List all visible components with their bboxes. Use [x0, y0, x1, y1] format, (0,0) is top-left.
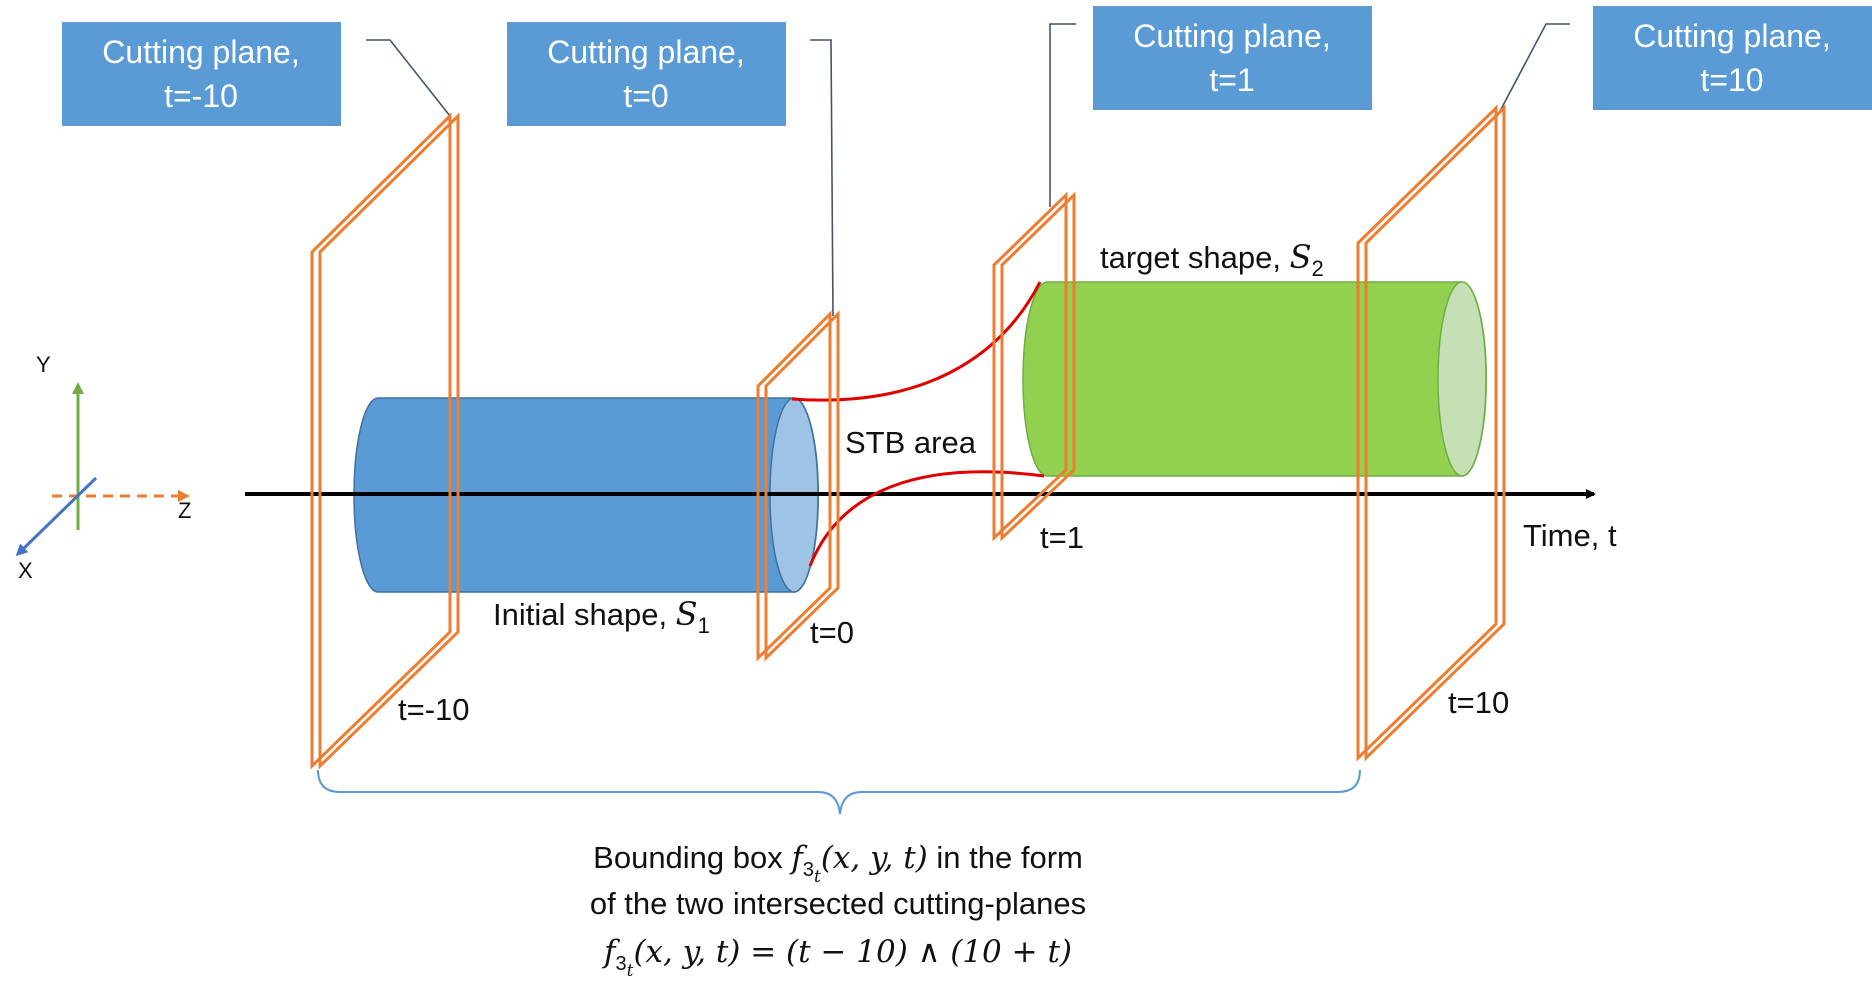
callout-line1: Cutting plane, [1133, 18, 1330, 54]
callout-box-t0: Cutting plane, t=0 [507, 22, 786, 126]
x-axis-arrow [15, 476, 98, 557]
caption-line3: f3t(x, y, t) = (t − 10) ∧ (10 + t) [602, 934, 1072, 981]
cutting-planes [310, 104, 1506, 770]
callout-line2: t=1 [1209, 62, 1254, 98]
cutting-plane-t0 [756, 310, 840, 662]
callout-box-t10: Cutting plane, t=10 [1593, 6, 1872, 110]
stb-area-label: STB area [845, 425, 977, 460]
callout-box-t1: Cutting plane, t=1 [1093, 6, 1372, 110]
initial-shape-label: Initial shape, S1 [493, 595, 710, 638]
callout-box-t-10: Cutting plane, t=-10 [62, 22, 341, 126]
plane-label-t10: t=10 [1448, 685, 1509, 720]
callout-line1: Cutting plane, [102, 34, 299, 70]
callout-line2: t=0 [623, 78, 668, 114]
leader-line-t1 [1049, 23, 1076, 207]
callout-line2: t=10 [1700, 62, 1763, 98]
time-axis-label: Time, t [1523, 518, 1617, 553]
bounding-box-brace [317, 769, 1361, 815]
target-shape-cylinder [1022, 281, 1487, 477]
plane-label-t0: t=0 [810, 615, 854, 650]
caption-line1: Bounding box f3t(x, y, t) in the form [593, 840, 1083, 887]
cutting-plane-t1 [992, 191, 1076, 542]
target-shape-label: target shape, S2 [1100, 238, 1324, 281]
stb-curve-lower [808, 470, 1045, 567]
cutting-plane-t10 [1356, 104, 1506, 762]
y-axis-label: Y [36, 352, 51, 377]
caption: Bounding box f3t(x, y, t) in the form of… [590, 840, 1086, 981]
callout-line1: Cutting plane, [547, 34, 744, 70]
leader-line-t0 [810, 39, 834, 317]
callout-line1: Cutting plane, [1633, 18, 1830, 54]
cutting-plane-t-10 [310, 112, 460, 770]
leader-line-t10 [1498, 23, 1570, 114]
plane-label-t-10: t=-10 [398, 692, 470, 727]
caption-line2: of the two intersected cutting-planes [590, 886, 1086, 921]
z-axis-label: Z [178, 498, 191, 523]
coordinate-axes: Y Z X [15, 352, 191, 583]
leader-lines [366, 23, 1570, 317]
callout-line2: t=-10 [164, 78, 238, 114]
x-axis-label: X [18, 558, 33, 583]
leader-line-t-10 [366, 39, 451, 117]
plane-label-t1: t=1 [1040, 520, 1084, 555]
